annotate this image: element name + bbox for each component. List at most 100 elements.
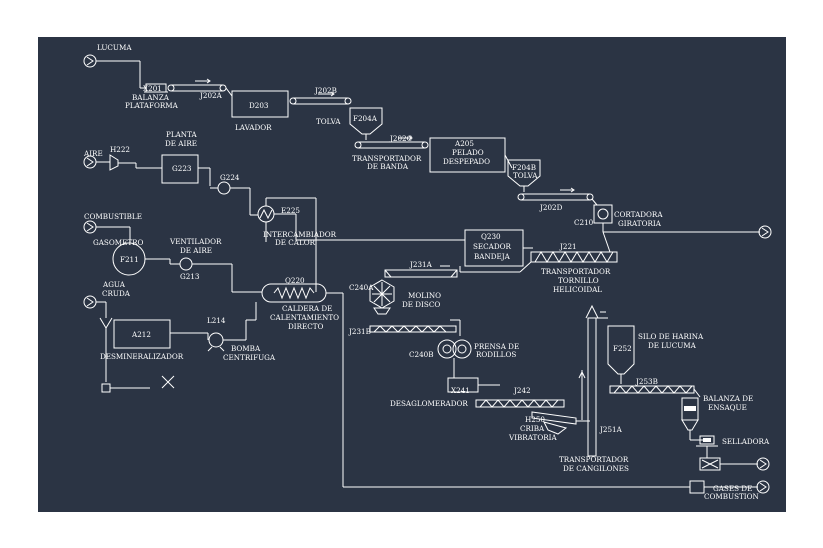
conveyor-j253b <box>609 385 701 398</box>
label-caldera-1: CALDERA DE <box>282 304 332 313</box>
label-molino-1: MOLINO <box>408 291 441 300</box>
label-pelado-1: PELADO <box>452 148 484 157</box>
tag-q220: Q220 <box>285 276 305 285</box>
ventilador-g213 <box>179 257 262 293</box>
secador-q230 <box>464 229 533 267</box>
label-ventilador-2: DE AIRE <box>180 246 212 255</box>
planta-aire-g223 <box>136 154 211 186</box>
label-tolva-2: TOLVA <box>513 171 538 180</box>
conveyor-j231a <box>384 265 458 278</box>
label-silo-2: DE LUCUMA <box>648 341 697 350</box>
lavador-d203 <box>225 87 289 118</box>
tag-g223: G223 <box>172 164 192 173</box>
tolva-f204b <box>507 159 541 192</box>
filter-h222 <box>109 154 137 171</box>
desmineralizador-a212 <box>99 317 209 393</box>
label-intercambiador-1: INTERCAMBIADOR <box>263 230 337 239</box>
cortadora-c210 <box>591 198 772 239</box>
label-transportador-banda-1: TRANSPORTADOR <box>352 154 422 163</box>
label-aire: AIRE <box>83 149 103 158</box>
conveyor-j242 <box>475 399 565 408</box>
label-cortadora-1: CORTADORA <box>614 210 663 219</box>
label-pelado-2: DESPEPADO <box>443 157 490 166</box>
tag-f211: F211 <box>120 255 139 264</box>
label-balanza-plataforma-2: PLATAFORMA <box>125 101 179 110</box>
conveyor-j202c <box>354 135 429 149</box>
label-planta-aire-2: DE AIRE <box>165 139 197 148</box>
label-desmineralizador: DESMINERALIZADOR <box>100 352 184 361</box>
label-secador-2: BANDEJA <box>474 252 511 261</box>
tag-j242: J242 <box>513 386 531 395</box>
stream-inlet-agua <box>83 295 107 318</box>
drawing-area <box>38 37 786 512</box>
stream-outlet-gases <box>689 480 770 494</box>
tag-j231a: J231A <box>409 260 433 269</box>
gasometro-f211 <box>112 242 180 276</box>
tag-j253b: J253B <box>635 377 658 386</box>
tag-a212: A212 <box>131 330 151 339</box>
label-bomba-1: BOMBA <box>231 344 261 353</box>
tag-c210: C210 <box>574 218 594 227</box>
conveyor-j202a <box>167 78 227 92</box>
intercambiador-e225 <box>257 197 465 292</box>
bomba-l214 <box>207 302 257 352</box>
label-tolva-1: TOLVA <box>316 117 341 126</box>
tag-e225: E225 <box>281 206 300 215</box>
label-prensa-1: PRENSA DE <box>474 342 519 351</box>
tag-j221: J221 <box>559 242 577 251</box>
tag-c240b: C240B <box>409 350 434 359</box>
label-cangilones-2: DE CANGILONES <box>563 464 629 473</box>
conveyor-j231b <box>369 319 461 336</box>
tag-q230: Q230 <box>481 232 501 241</box>
label-tornillo-2: TORNILLO <box>558 276 599 285</box>
label-combustible: COMBUSTIBLE <box>84 212 142 221</box>
label-secador-1: SECADOR <box>473 242 512 251</box>
conveyor-j202d <box>517 187 594 201</box>
tag-j202b: J202B <box>314 86 337 95</box>
label-ventilador-1: VENTILADOR <box>169 237 222 246</box>
desaglomerador-x241 <box>447 377 500 393</box>
label-balanza-ensaque-1: BALANZA DE <box>703 394 753 403</box>
tag-x241: X241 <box>451 386 470 395</box>
stream-inlet-combustible <box>83 220 131 243</box>
label-lucuma: LUCUMA <box>97 43 132 52</box>
label-agua-1: AGUA <box>102 280 126 289</box>
balanza-ensaque <box>681 397 705 441</box>
label-lavador: LAVADOR <box>235 123 272 132</box>
label-gases-1: GASES DE <box>713 484 752 493</box>
molino-c240a <box>369 279 395 315</box>
tag-j251a: J251A <box>599 425 623 434</box>
label-selladora: SELLADORA <box>722 437 770 446</box>
tag-j202c: J202C <box>389 134 413 143</box>
label-criba-2: VIBRATORIA <box>508 433 557 442</box>
tag-g213: G213 <box>180 272 200 281</box>
label-bomba-2: CENTRIFUGA <box>223 353 276 362</box>
tag-f252: F252 <box>613 344 632 353</box>
label-molino-2: DE DISCO <box>402 300 440 309</box>
label-balanza-plataforma-1: BALANZA <box>132 93 170 102</box>
tag-l214: L214 <box>207 316 226 325</box>
tag-j202a: J202A <box>199 91 223 100</box>
tag-h250: H250 <box>525 415 545 424</box>
label-agua-2: CRUDA <box>102 289 131 298</box>
tag-f204a: F204A <box>353 114 378 123</box>
stream-inlet-aire <box>83 155 110 169</box>
prensa-c240b <box>437 339 472 378</box>
tag-j231b: J231B <box>348 327 371 336</box>
label-gases-2: COMBUSTION <box>704 492 759 501</box>
stream-outlet-producto <box>699 446 770 471</box>
label-prensa-2: RODILLOS <box>476 350 516 359</box>
label-intercambiador-2: DE CALOR <box>275 238 316 247</box>
tag-d203: D203 <box>249 101 269 110</box>
label-cangilones-1: TRANSPORTADOR <box>559 455 629 464</box>
tag-f204b: F204B <box>512 163 536 172</box>
label-caldera-2: CALENTAMIENTO <box>270 313 339 322</box>
silo-f252 <box>607 325 635 384</box>
balanza-plataforma-x201 <box>144 83 168 93</box>
label-tornillo-3: HELICOIDAL <box>553 285 602 294</box>
tolva-f204a <box>349 107 383 140</box>
tag-j202d: J202D <box>539 203 563 212</box>
label-tornillo-1: TRANSPORTADOR <box>541 267 611 276</box>
tag-h222: H222 <box>110 145 130 154</box>
